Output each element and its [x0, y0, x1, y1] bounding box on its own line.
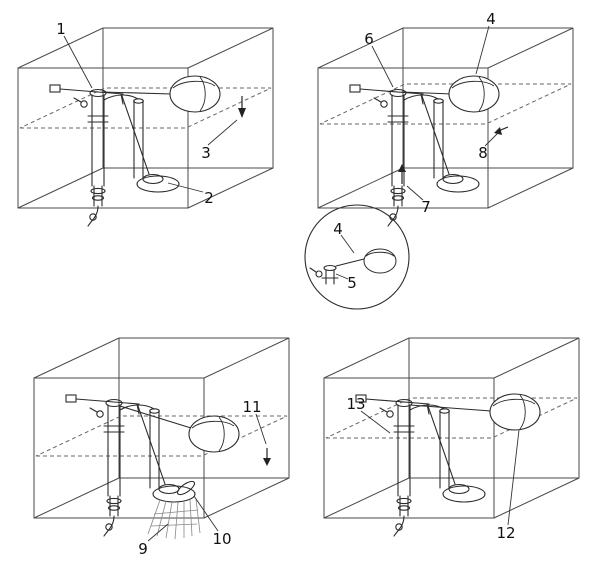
leader-line-1: [63, 35, 93, 89]
tank-box-1: [17, 27, 274, 209]
left-arrow-head: [494, 127, 502, 135]
float-ball-3: [188, 415, 240, 453]
inset-circle: [304, 204, 410, 310]
float-arm-2: [401, 91, 453, 95]
float-ball-2: [448, 75, 500, 113]
inset-float-ball: [363, 248, 397, 274]
inset-leader-line-4: [340, 234, 355, 254]
leader-line-6: [371, 45, 394, 88]
down-arrow-head: [263, 458, 271, 466]
part-label-10: 10: [212, 530, 231, 548]
inset-ball-shading: [365, 251, 395, 257]
inset-leader-line-5: [335, 273, 349, 280]
part-label-9: 9: [138, 540, 148, 558]
part-label-13: 13: [346, 395, 365, 413]
panel-1: 1 3 2: [17, 20, 274, 227]
stream-line: [174, 501, 179, 540]
part-label-11: 11: [242, 398, 261, 416]
leader-line-7: [406, 185, 424, 201]
part-label-1: 1: [56, 20, 66, 38]
water-level-line-2: [319, 83, 572, 125]
inset-part-label-4: 4: [333, 220, 343, 238]
float-arm-3: [119, 405, 192, 429]
down-arrow-head: [238, 108, 246, 118]
inset-part-label-5: 5: [347, 274, 357, 292]
water-level-line-4: [325, 397, 578, 439]
tank-box-4: [323, 337, 580, 519]
stream-cross-line: [150, 523, 198, 527]
stream-line: [156, 500, 167, 537]
inset-detail: 4 5: [304, 204, 410, 310]
mechanism-1: [49, 84, 180, 227]
stream-line: [165, 501, 173, 539]
leader-line-8: [484, 132, 499, 147]
stream-line: [195, 498, 201, 534]
leader-line-10: [193, 495, 219, 532]
leader-line-3: [207, 119, 238, 146]
leader-line-13: [360, 410, 391, 434]
inset-valve-cap: [323, 264, 337, 272]
panel-2: 6 4 7 8: [317, 10, 574, 227]
part-label-2: 2: [204, 189, 214, 207]
float-ball-1: [169, 75, 221, 113]
water-level-line-3: [35, 415, 288, 457]
up-arrow-head: [398, 164, 406, 172]
float-arm-4: [409, 404, 492, 412]
water-drop-arrow-icon: [263, 448, 271, 466]
leader-line-9: [147, 523, 169, 542]
float-arm-1: [101, 91, 173, 95]
part-label-4: 4: [486, 10, 496, 28]
panel-4: 13 12: [323, 337, 580, 542]
part-label-12: 12: [496, 524, 515, 542]
leader-line-12: [507, 429, 520, 526]
panel-3: 11 9 10: [33, 337, 290, 558]
tank-box-3: [33, 337, 290, 519]
part-label-3: 3: [201, 144, 211, 162]
open-flapper: [176, 480, 196, 496]
flush-water-stream: [147, 498, 201, 540]
float-ball-4: [489, 393, 541, 431]
water-line-arrow-icon: [494, 126, 509, 135]
part-label-7: 7: [421, 198, 431, 216]
water-drop-arrow-icon: [238, 96, 246, 118]
leader-line-11: [255, 413, 267, 445]
inset-adjust-knob: [315, 270, 323, 278]
lift-up-arrow-icon: [398, 164, 406, 184]
stream-line: [189, 499, 193, 537]
leader-line-2: [167, 182, 204, 193]
stream-cross-line: [153, 509, 199, 515]
part-label-8: 8: [478, 144, 488, 162]
mechanism-4: [355, 394, 486, 537]
stream-line: [147, 499, 161, 535]
leader-line-4: [475, 25, 490, 75]
tank-box-2: [317, 27, 574, 209]
inset-adjust-screw: [309, 267, 317, 273]
water-level-line-1: [19, 87, 272, 129]
inset-float-rod: [335, 258, 365, 267]
part-label-6: 6: [364, 30, 374, 48]
